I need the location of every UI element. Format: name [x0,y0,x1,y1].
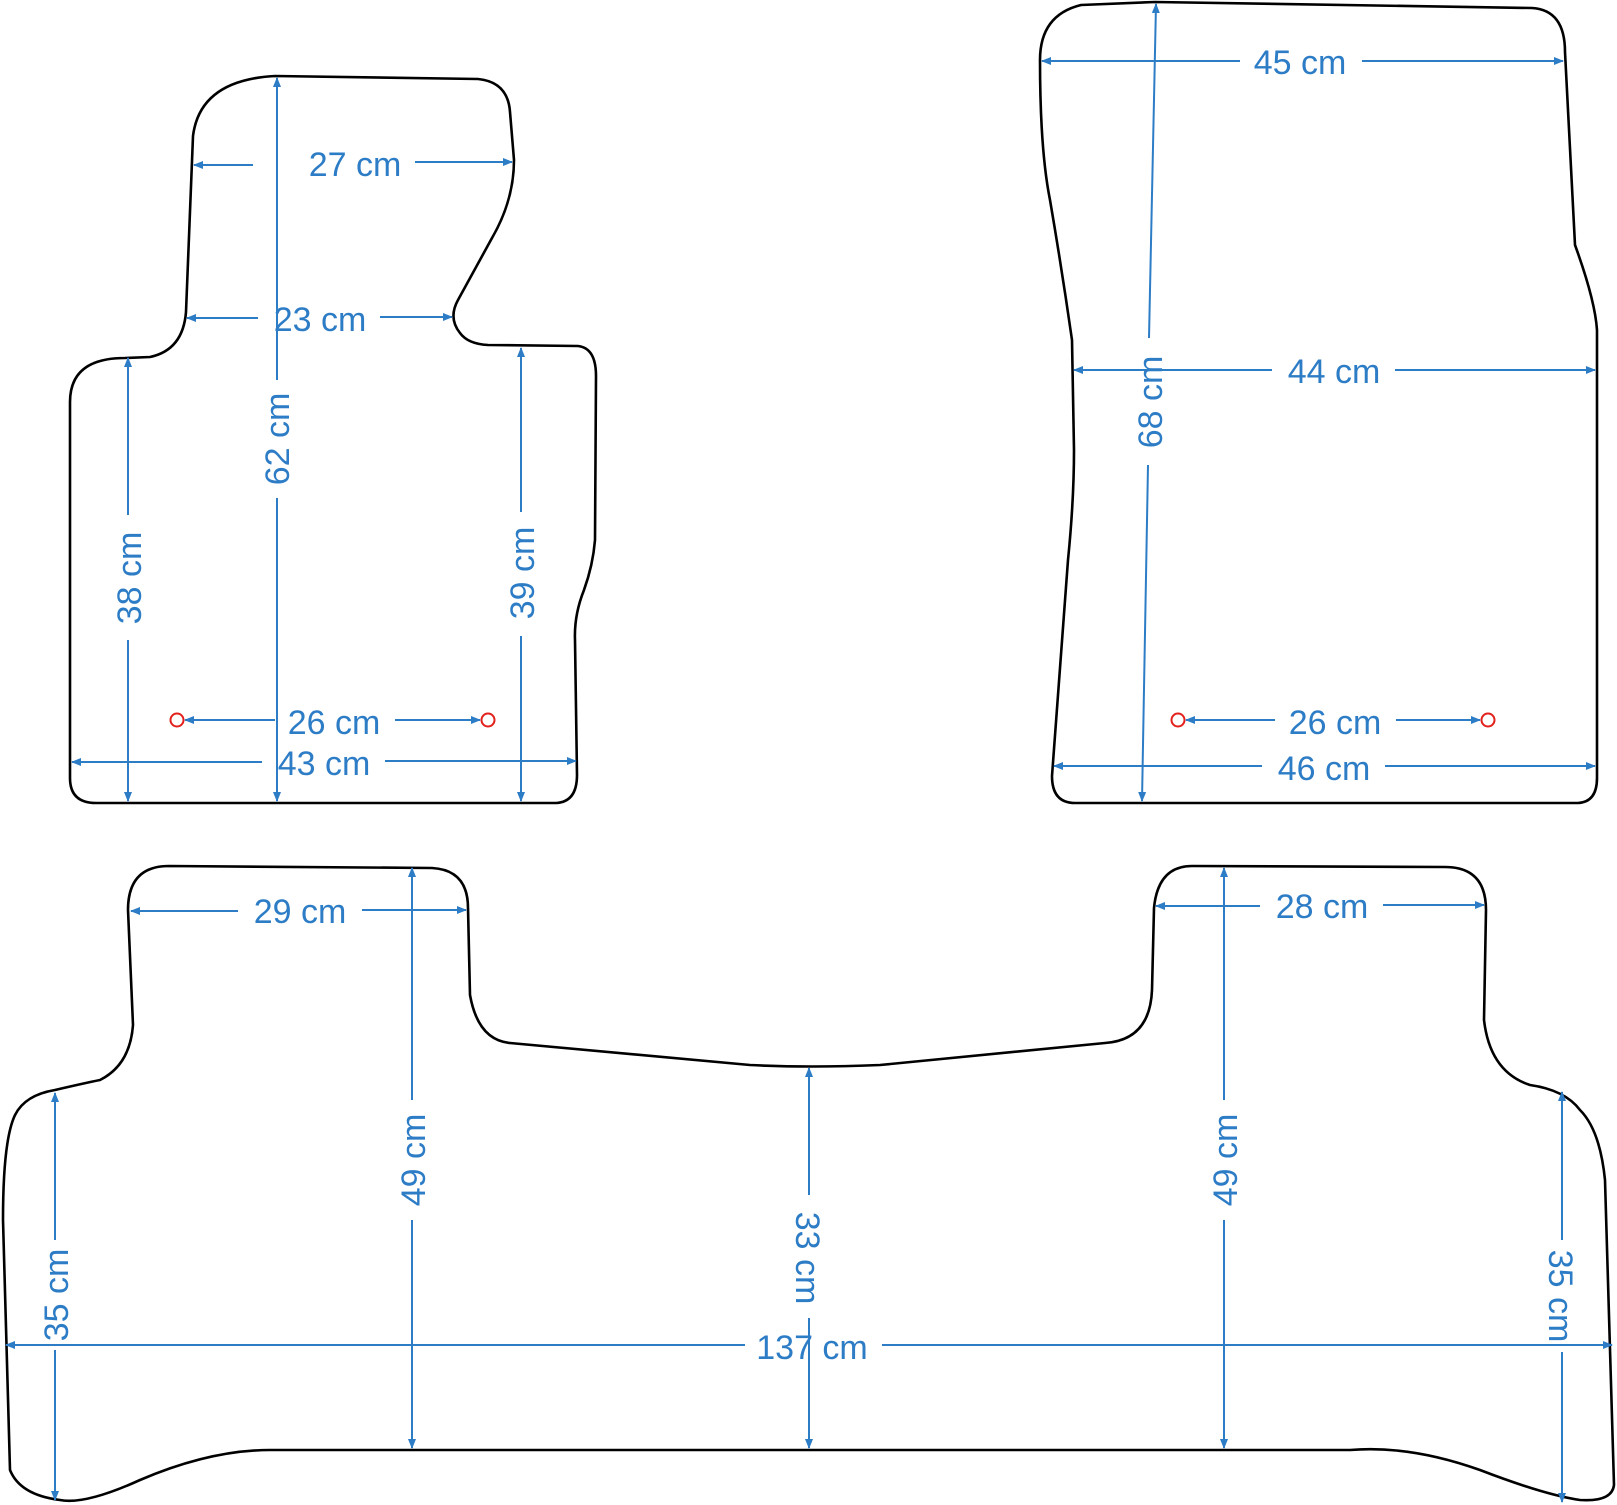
front-right-middle-width-label: 44 cm [1288,353,1381,391]
front-right-total-height-arrow-up [1148,3,1160,339]
front-right-bottom-width-label: 46 cm [1278,750,1371,788]
front-left-left-height-label: 38 cm [111,532,149,625]
rear-left-tab-width-label: 29 cm [254,893,347,931]
rear-right-edge-height-label: 35 cm [1541,1250,1579,1343]
front-left-mat-outline [68,74,598,805]
front-left-clip-spacing-label: 26 cm [288,704,381,742]
front-right-top-width-label: 45 cm [1254,44,1347,82]
front-right-clip-marker-right [1480,712,1496,728]
front-right-mat: 45 cm 44 cm 68 cm 26 cm 46 cm [1038,0,1599,805]
rear-center-height-label: 33 cm [788,1212,826,1305]
rear-right-tab-width-label: 28 cm [1276,888,1369,926]
front-right-mat-outline [1038,0,1599,805]
front-left-top-width-label: 27 cm [309,146,402,184]
front-left-right-height-label: 39 cm [504,527,542,620]
front-left-bottom-width-label: 43 cm [278,745,371,783]
front-left-clip-marker-right [480,712,496,728]
front-left-waist-width-label: 23 cm [274,301,367,339]
front-left-mat: 27 cm 23 cm 62 cm 38 cm 39 cm 26 cm 43 c… [68,74,598,805]
front-right-total-height-label: 68 cm [1132,356,1170,449]
rear-left-edge-height-label: 35 cm [38,1249,76,1342]
front-right-total-height-arrow-down [1138,464,1149,802]
rear-total-width-label: 137 cm [756,1329,868,1367]
front-right-clip-marker-left [1170,712,1186,728]
rear-right-tab-height-label: 49 cm [1207,1114,1245,1207]
front-left-clip-marker-left [169,712,185,728]
rear-mat: 29 cm 28 cm 49 cm 49 cm 33 cm 35 cm 35 c… [1,864,1616,1503]
front-right-clip-spacing-label: 26 cm [1289,704,1382,742]
rear-left-tab-height-label: 49 cm [395,1114,433,1207]
front-left-total-height-label: 62 cm [259,393,297,486]
